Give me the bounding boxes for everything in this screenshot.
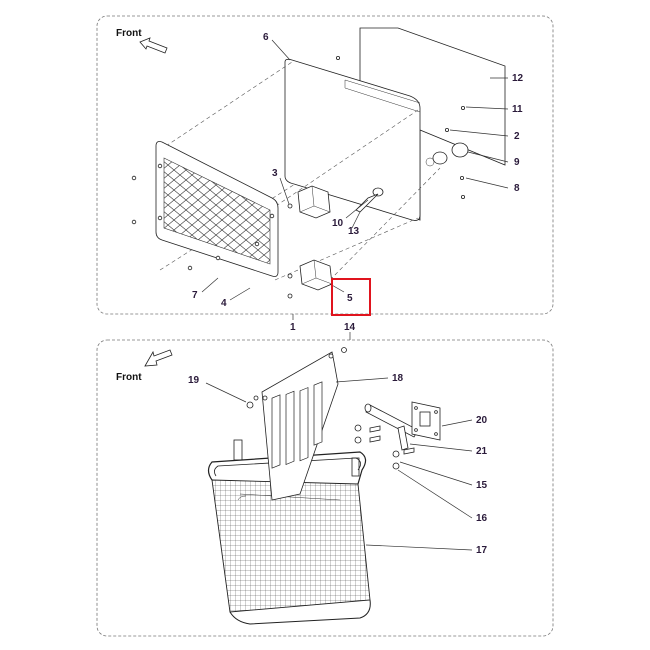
part-21-bar-bracket (364, 403, 419, 451)
part-18-slotted-plate (261, 347, 347, 501)
front-indicator-upper: Front (116, 28, 168, 54)
align-line (274, 217, 419, 281)
front-arrow-icon (139, 37, 168, 54)
lower-group-frame (96, 339, 554, 637)
part-5-clamp-lower (287, 259, 333, 299)
part-9-knob (451, 142, 469, 158)
upper-group-frame (96, 15, 554, 315)
callout-13: 13 (348, 226, 360, 237)
callout-20: 20 (476, 415, 488, 426)
plate-edge (344, 79, 421, 104)
callout-10: 10 (332, 218, 344, 229)
callout-15: 15 (476, 480, 488, 491)
part-20-mount-plate (411, 401, 441, 441)
part-19-cap (246, 401, 254, 409)
screw-set (335, 56, 465, 199)
align-line (269, 109, 419, 211)
callout-14: 14 (344, 322, 356, 333)
callouts-lower: 19 18 20 21 15 16 17 (188, 373, 488, 556)
callout-16: 16 (476, 513, 488, 524)
align-line (159, 61, 293, 151)
callout-19: 19 (188, 375, 200, 386)
part-19-screw (253, 395, 259, 401)
part-9-pin (425, 157, 435, 167)
callout-9: 9 (514, 157, 520, 168)
callout-11: 11 (512, 104, 523, 115)
mesh-pattern (163, 157, 271, 265)
part-9-washer (432, 151, 448, 165)
callout-21: 21 (476, 446, 488, 457)
callout-12: 12 (512, 73, 524, 84)
callout-5: 5 (347, 293, 353, 304)
callout-18: 18 (392, 373, 404, 384)
front-arrow-icon (144, 349, 173, 367)
part-clamp-upper (287, 185, 384, 219)
front-label-lower: Front (116, 372, 142, 383)
callout-3: 3 (272, 168, 278, 179)
callout-7: 7 (192, 290, 198, 301)
front-label-upper: Front (116, 28, 142, 39)
part-17-wire-basket (207, 439, 371, 625)
callout-1: 1 (290, 322, 296, 333)
callouts-upper: 6 12 11 2 9 8 3 10 13 7 4 5 (192, 32, 524, 309)
part-15-16-fasteners (354, 424, 415, 470)
callout-17: 17 (476, 545, 488, 556)
panel-rivets (131, 163, 275, 271)
callout-6: 6 (263, 32, 269, 43)
callout-2: 2 (514, 131, 520, 142)
plate-edge-inner (344, 80, 421, 113)
highlight-box (331, 278, 371, 316)
callout-8: 8 (514, 183, 520, 194)
callout-4: 4 (221, 298, 227, 309)
front-indicator-lower: Front (116, 349, 173, 383)
align-line (329, 167, 441, 281)
